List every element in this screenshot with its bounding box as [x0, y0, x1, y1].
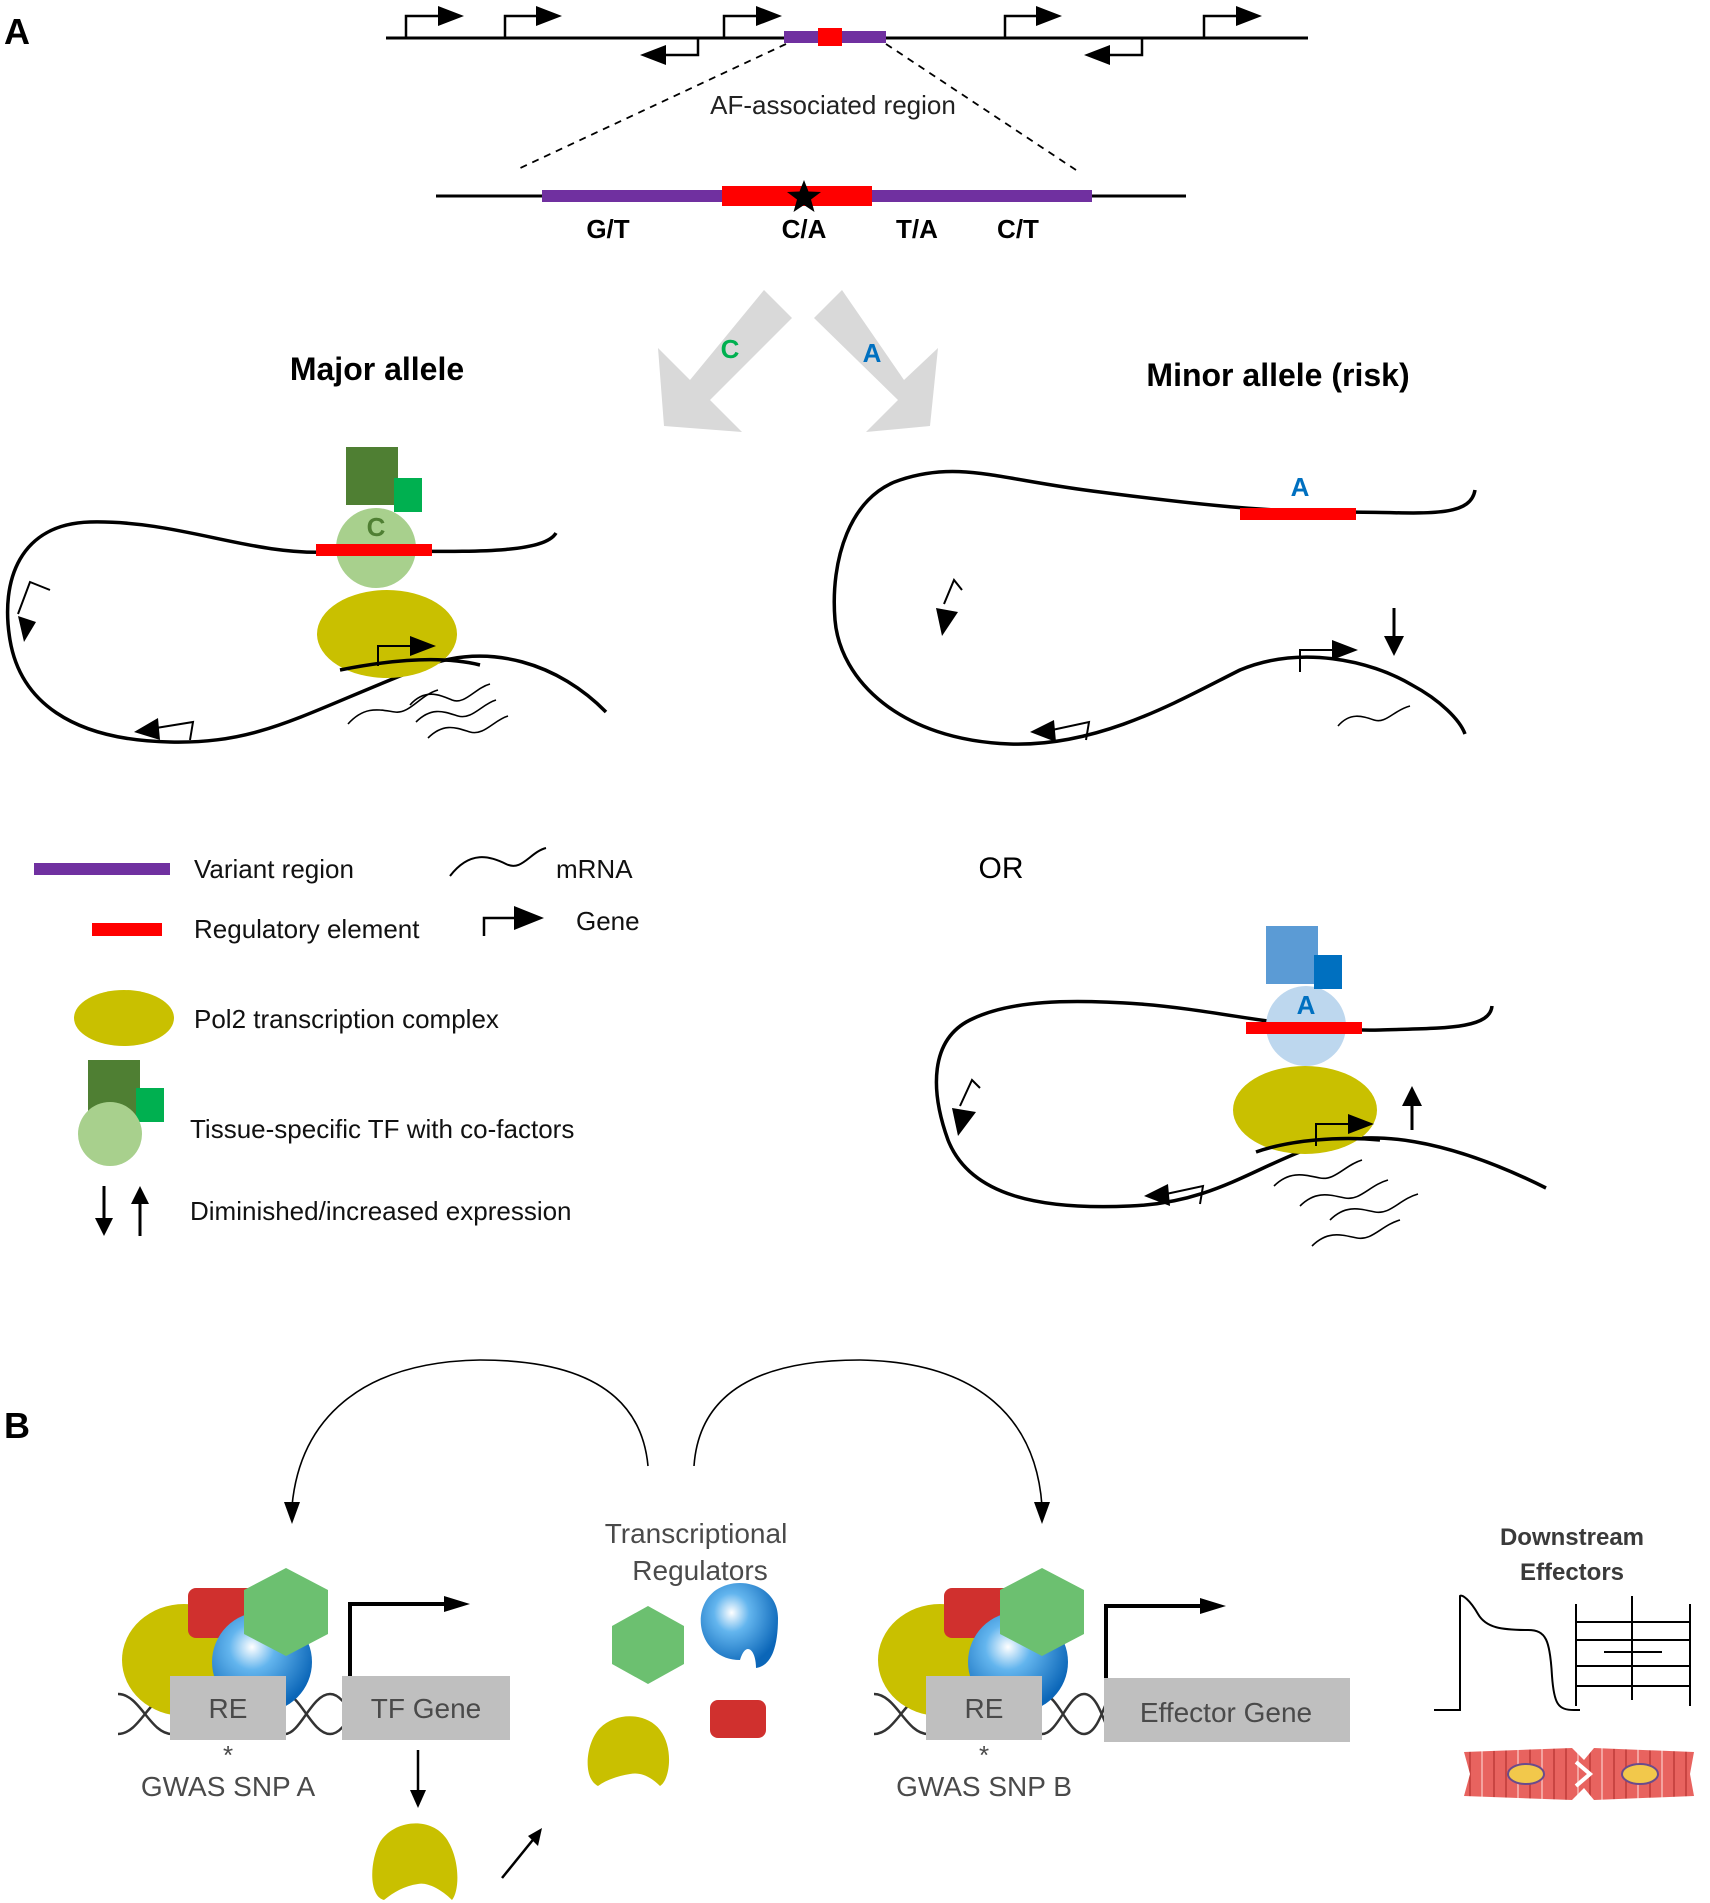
tf-gene-box: [342, 1676, 510, 1740]
re-left-label: RE: [209, 1693, 248, 1724]
gene-arrow-icon: [404, 14, 1238, 57]
left-regulatory-complex: [117, 1568, 510, 1740]
legend-re-label: Regulatory element: [194, 914, 420, 944]
right-regulatory-complex: [873, 1568, 1350, 1742]
region-label: AF-associated region: [710, 90, 956, 120]
panel-a-label: A: [4, 11, 30, 52]
gene-arrowheads: [438, 6, 1262, 65]
panel-b-label: B: [4, 1405, 30, 1446]
effector-gene-box: [1104, 1678, 1350, 1742]
regulatory-element-bar: [818, 28, 842, 46]
zoom-line-left: [515, 43, 787, 171]
legend-gene-icon: [482, 906, 544, 936]
feedback-arrow-left: [291, 1359, 649, 1507]
snp-a-star: *: [223, 1740, 233, 1770]
legend-gene-label: Gene: [576, 906, 640, 936]
snp-b-label: GWAS SNP B: [896, 1771, 1072, 1802]
top-chromosome: [386, 6, 1308, 65]
minor-re-letter: A: [1291, 472, 1310, 502]
legend-variant-swatch: [34, 863, 170, 875]
action-potential-icon: [1434, 1594, 1580, 1711]
re-box-left: [170, 1676, 286, 1740]
star-icon: [787, 180, 821, 212]
grey-arrow-left: [658, 290, 792, 432]
major-tf-letter: C: [367, 512, 386, 542]
legend-expression-label: Diminished/increased expression: [190, 1196, 572, 1226]
cardiomyocyte-icon: [1464, 1748, 1694, 1800]
re-right-label: RE: [965, 1693, 1004, 1724]
legend-expression-arrows-icon: [95, 1186, 149, 1236]
minor-allele-loop: [832, 469, 1477, 746]
minor-allele-title: Minor allele (risk): [1146, 357, 1409, 393]
zoomed-region: [436, 180, 1186, 212]
legend-mrna-icon: [449, 847, 547, 877]
snp-a-label: GWAS SNP A: [141, 1771, 316, 1802]
legend-pol2-swatch: [74, 990, 174, 1046]
downstream-label-line2: Effectors: [1520, 1559, 1624, 1586]
sarcomere-icon: [1575, 1596, 1691, 1706]
tf-to-regulators-arrow: [501, 1835, 537, 1879]
legend-mrna-label: mRNA: [556, 854, 633, 884]
effector-gene-label: Effector Gene: [1140, 1697, 1312, 1728]
free-regulators: [587, 1582, 778, 1786]
legend: Variant region Regulatory element Pol2 t…: [34, 847, 640, 1236]
minor-allele-loop-increased: [934, 926, 1547, 1247]
downstream-label-line1: Downstream: [1500, 1524, 1644, 1551]
major-allele-loop: [5, 447, 608, 744]
mrna-icon: [347, 683, 509, 739]
grey-arrow-right: [814, 290, 938, 432]
allele-label-2: C/A: [782, 214, 827, 244]
mrna-icon: [1273, 1159, 1419, 1247]
tf-gene-label: TF Gene: [371, 1693, 481, 1724]
major-allele-title: Major allele: [290, 351, 464, 387]
legend-tf-label: Tissue-specific TF with co-factors: [190, 1114, 574, 1144]
legend-variant-label: Variant region: [194, 854, 354, 884]
arrow-left-letter: C: [721, 334, 740, 364]
legend-tf-swatch: [78, 1060, 164, 1166]
feedback-arrow-right: [693, 1359, 1043, 1507]
snp-b-star: *: [979, 1740, 989, 1770]
legend-pol2-label: Pol2 transcription complex: [194, 1004, 499, 1034]
allele-label-1: G/T: [586, 214, 629, 244]
arrow-right-letter: A: [863, 338, 882, 368]
tf-protein-pacman: [372, 1823, 458, 1900]
minor-tf-letter: A: [1297, 990, 1316, 1020]
regulators-label-line1: Transcriptional: [605, 1518, 788, 1549]
or-label: OR: [979, 852, 1024, 885]
regulators-label-line2: Regulators: [632, 1555, 767, 1586]
legend-re-swatch: [92, 923, 162, 936]
allele-label-4: C/T: [997, 214, 1039, 244]
allele-label-3: T/A: [896, 214, 938, 244]
re-box-right: [926, 1676, 1042, 1740]
